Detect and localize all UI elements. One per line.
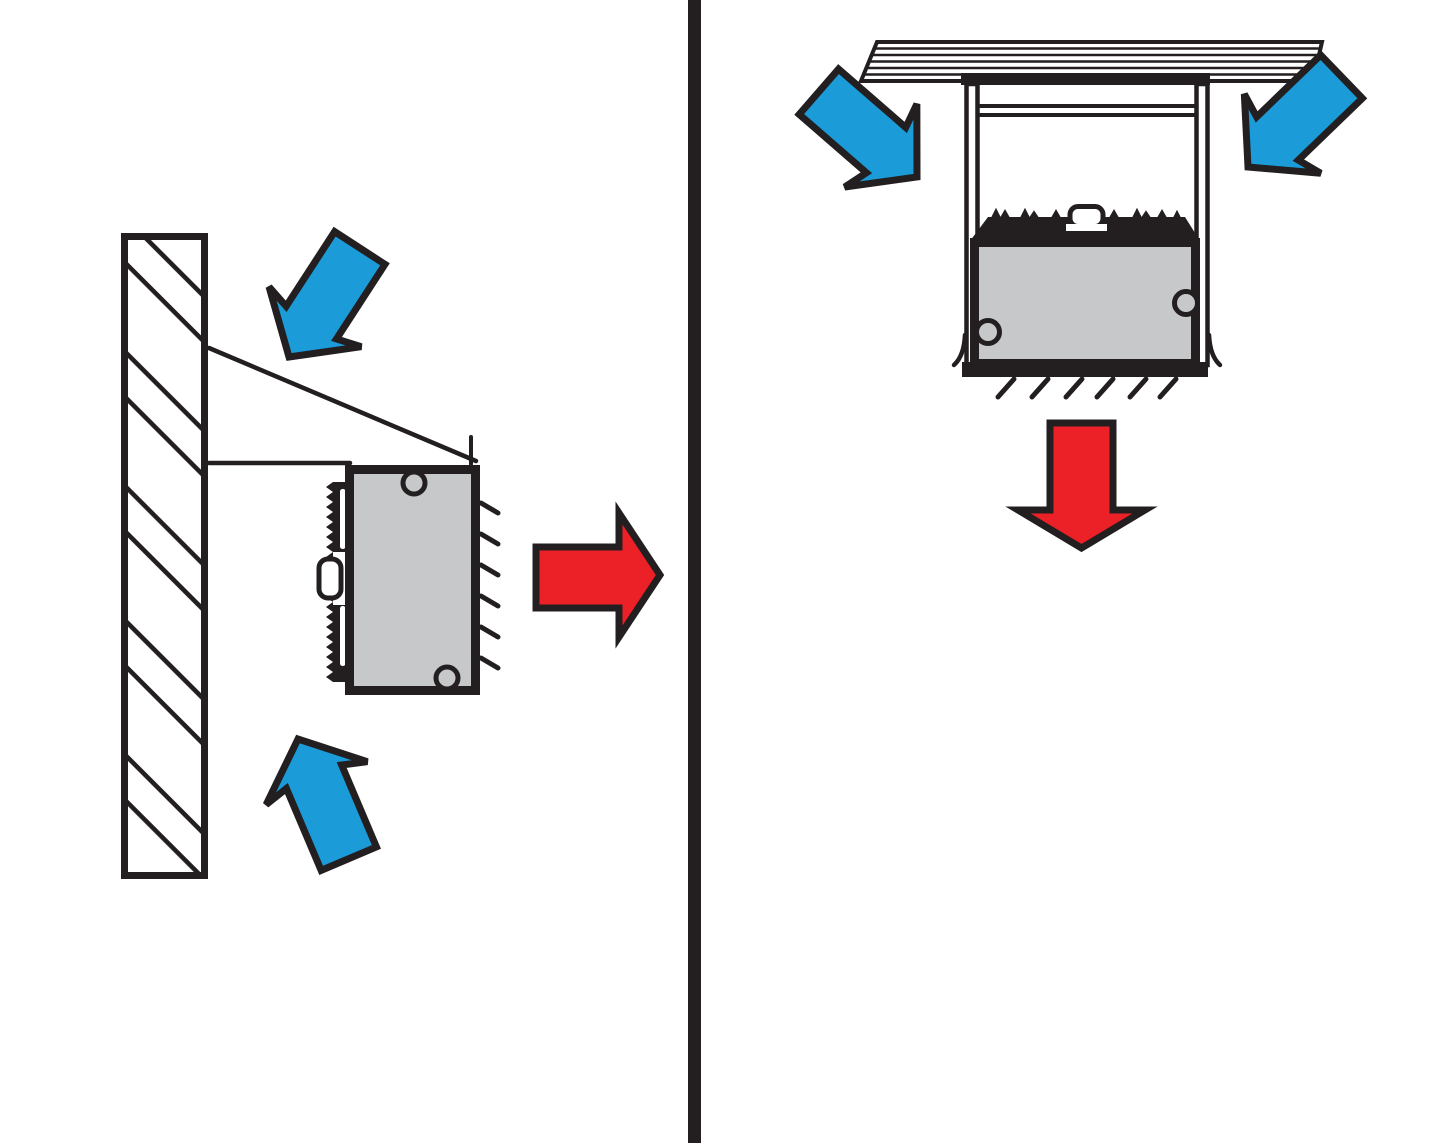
fin-spikes: [990, 207, 1182, 219]
exhaust-vent-slashes: [995, 376, 1179, 400]
carry-handle: [316, 556, 344, 601]
ceiling-cross-section: [858, 40, 1325, 85]
cool-air-intake-arrow-upper: [243, 218, 406, 387]
wall-mount-panel: [121, 218, 665, 881]
unit-body: [970, 238, 1200, 368]
carry-handle: [1067, 204, 1106, 229]
panel-divider: [688, 0, 701, 1143]
hanging-bracket: [951, 81, 1223, 368]
heater-unit-wall: [316, 465, 501, 695]
wall-hatching: [125, 237, 204, 875]
screw-hole-left: [974, 318, 1002, 346]
unit-body: [345, 465, 480, 695]
warm-air-output-arrow: [1005, 419, 1158, 553]
screw-hole-right: [1172, 289, 1200, 317]
fin-slot-upper: [340, 489, 346, 549]
mounting-bracket-diagonal: [206, 345, 479, 464]
bracket-left-foot: [951, 332, 968, 368]
exhaust-vent-slashes: [478, 500, 501, 671]
cool-air-intake-arrow-lower: [247, 718, 399, 881]
bracket-right-foot: [1206, 332, 1223, 368]
handle-cutout: [1066, 224, 1107, 231]
warm-air-output-arrow: [532, 501, 665, 649]
screw-hole-bottom: [433, 664, 461, 692]
heater-unit-ceiling: [962, 204, 1208, 400]
ceiling-mount-bar: [961, 73, 1210, 85]
ceiling-mount-panel: [783, 37, 1380, 553]
fin-slot-lower: [340, 606, 346, 666]
screw-hole-top: [400, 469, 428, 497]
wall-cross-section: [121, 233, 208, 879]
unit-bottom-bar: [962, 362, 1208, 377]
